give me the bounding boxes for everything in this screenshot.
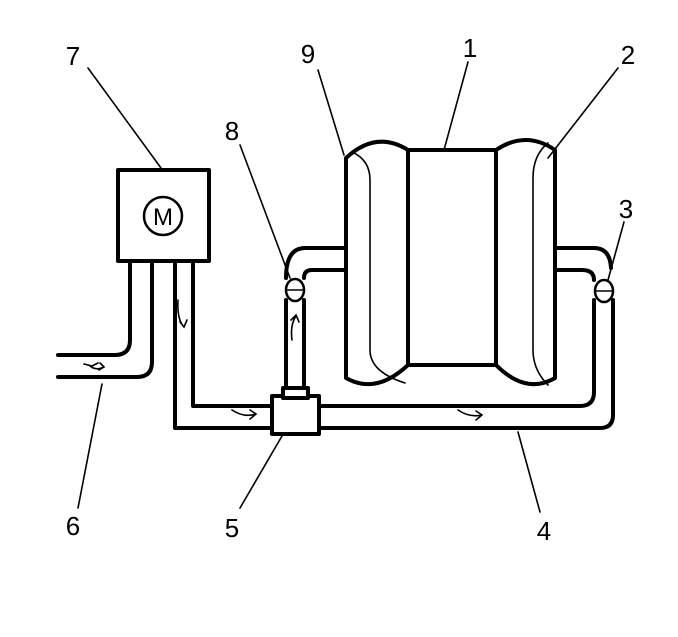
callout-3: 3 <box>619 194 633 224</box>
leader-3 <box>607 221 625 281</box>
return-pipe <box>317 298 615 430</box>
outlet-pipe <box>173 259 274 430</box>
motor-unit: M <box>116 168 211 263</box>
flow-arrow-riser <box>290 313 300 341</box>
valve-top-port <box>281 386 310 400</box>
right-feed-lower-wall <box>553 268 596 282</box>
return-pipe-outer-wall <box>317 298 615 430</box>
left-feed-upper-wall <box>284 246 348 280</box>
inlet-pipe <box>56 259 154 379</box>
return-pipe-inner-wall <box>317 298 596 408</box>
leader-2 <box>547 67 619 159</box>
callout-labels: 7 9 1 2 8 3 6 5 4 <box>66 33 635 546</box>
right-bladder <box>494 138 557 387</box>
inlet-pipe-lower-wall <box>56 259 154 379</box>
callout-1: 1 <box>463 33 477 63</box>
leader-8 <box>239 144 291 279</box>
outlet-pipe-inner-wall <box>191 259 274 408</box>
riser-pipe <box>284 298 306 390</box>
callout-8: 8 <box>225 116 239 146</box>
valve-body <box>270 394 321 436</box>
flow-arrow-inlet-head <box>89 362 106 371</box>
leader-1 <box>443 61 469 151</box>
left-connector <box>284 246 348 303</box>
callout-7: 7 <box>66 41 80 71</box>
right-bladder-inner-line <box>532 142 549 386</box>
leader-4 <box>517 431 541 513</box>
mattress-core <box>406 148 498 367</box>
motor-circle <box>142 195 184 237</box>
valve-block <box>270 386 321 436</box>
right-bladder-outline <box>494 138 557 387</box>
callout-4: 4 <box>537 516 551 546</box>
motor-symbol: M <box>153 204 173 231</box>
left-feed-lower-wall <box>302 268 348 280</box>
left-bladder-outline <box>344 139 410 387</box>
callout-5: 5 <box>225 513 239 543</box>
left-bladder <box>344 139 410 387</box>
callout-6: 6 <box>66 511 80 541</box>
right-connector <box>553 246 615 304</box>
leader-9 <box>317 69 345 156</box>
flow-arrows <box>83 299 484 421</box>
leader-5 <box>239 435 283 509</box>
left-bladder-inner-line <box>351 151 406 384</box>
flow-arrow-feed <box>231 409 258 420</box>
leader-6 <box>77 383 103 509</box>
flow-arrow-return <box>457 409 484 421</box>
callout-2: 2 <box>621 40 635 70</box>
inlet-pipe-upper-wall <box>56 259 132 357</box>
outlet-pipe-outer-wall <box>173 259 274 430</box>
motor-housing <box>116 168 211 263</box>
right-feed-upper-wall <box>553 246 613 270</box>
flow-arrow-inlet <box>83 362 99 367</box>
leader-7 <box>87 67 162 169</box>
flow-arrow-outlet <box>177 299 188 329</box>
callout-9: 9 <box>301 39 315 69</box>
leader-lines <box>77 61 625 513</box>
